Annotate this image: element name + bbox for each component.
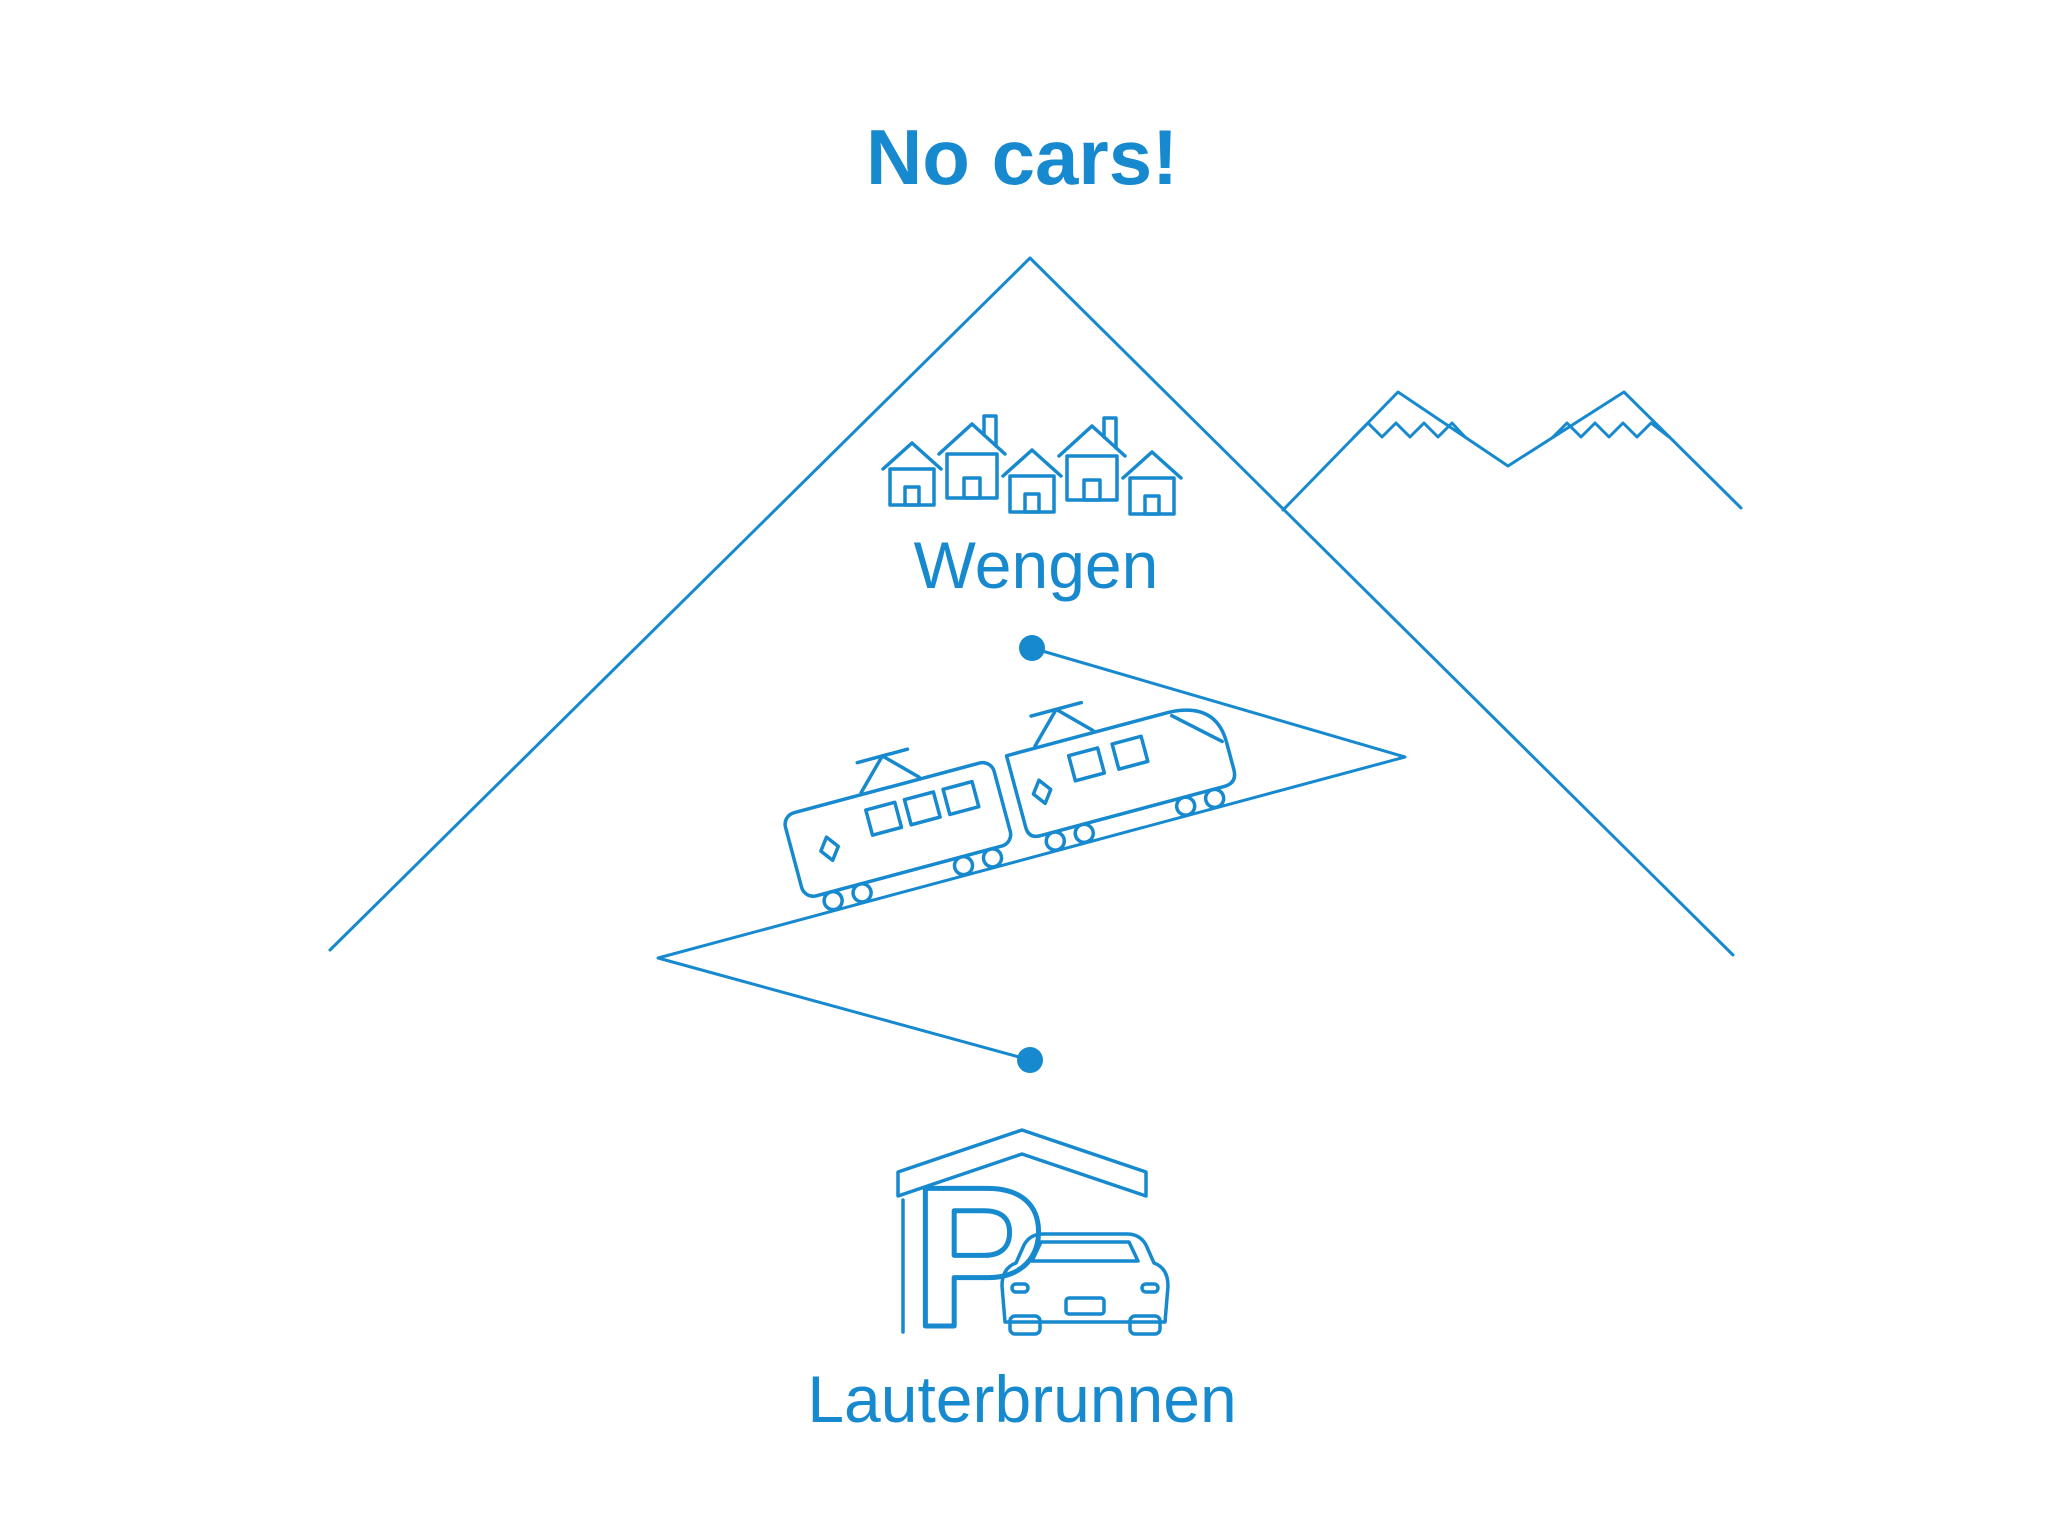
house-icon [881,441,943,507]
mountain-outline-icon [328,256,1735,957]
wengen-station-label: Wengen [913,528,1159,602]
house-icon [1121,450,1183,516]
station-dot-wengen [1019,635,1045,661]
parking-p-letter: P [912,1146,1045,1369]
cogwheel-train-icon [783,700,1237,912]
snowy-peaks-icon [1281,390,1743,512]
house-icon [1057,416,1127,502]
parking-garage-icon: P [896,1128,1170,1372]
house-icon [1001,448,1063,514]
zigzag-rack-railway-line [656,646,1407,1062]
village-houses-icon [881,414,1183,516]
house-icon [937,414,1007,500]
car-icon [1000,1232,1170,1336]
station-dot-lauterbrunnen [1017,1047,1043,1073]
page-title: No cars! [865,113,1179,201]
lauterbrunnen-station-label: Lauterbrunnen [807,1362,1237,1436]
